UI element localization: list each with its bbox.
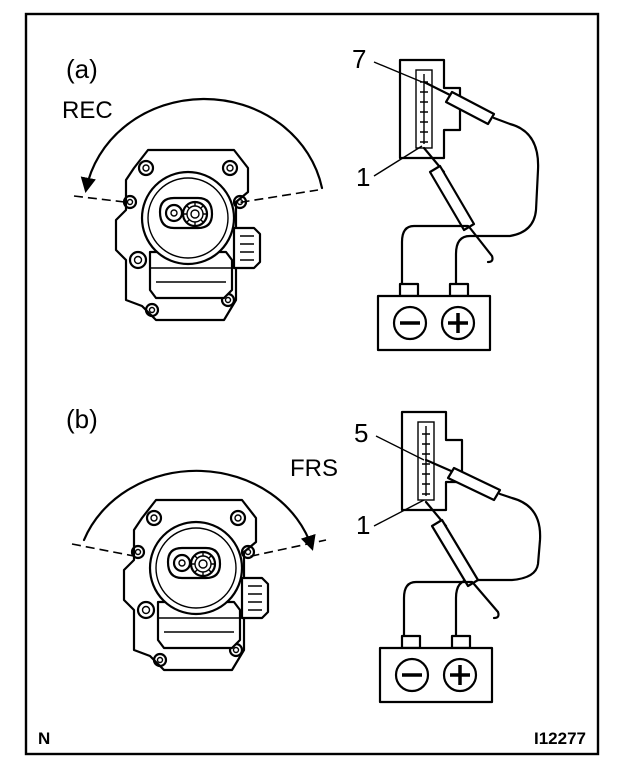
terminal-5-label: 5: [354, 418, 368, 448]
terminal-1-label-b: 1: [356, 510, 370, 540]
probe-lower-body-a: [428, 164, 476, 232]
terminal-1-leader-b: [373, 499, 425, 527]
frs-rotation-arrow: [82, 469, 316, 551]
connector-b: [400, 410, 464, 512]
connector-a: [398, 58, 462, 160]
figure-code: I12277: [534, 729, 586, 748]
terminal-5-leader: [375, 435, 425, 461]
wire-negative-b: [402, 580, 474, 638]
corner-mark: N: [38, 729, 50, 748]
frs-direction-label: FRS: [290, 455, 338, 482]
wire-tail-a: [468, 226, 494, 264]
wire-tail-b: [472, 582, 500, 620]
panel-a-label: (a): [66, 54, 98, 84]
terminal-7-leader: [373, 61, 423, 83]
panel-b-label: (b): [66, 404, 98, 434]
terminal-1-label-a: 1: [356, 162, 370, 192]
servo-motor-a: [114, 148, 262, 322]
wire-positive-a: [454, 116, 540, 286]
panel-b: (b) FRS 5 1: [66, 404, 542, 704]
wire-positive-b: [454, 492, 542, 638]
battery-a: [376, 282, 492, 352]
wire-negative-a: [400, 224, 470, 286]
probe-lower-body-b: [430, 518, 480, 588]
probe-upper-body-a: [444, 90, 496, 126]
rec-rotation-arrow: [80, 97, 324, 194]
terminal-7-label: 7: [352, 44, 366, 74]
terminal-1-leader-a: [373, 145, 423, 177]
battery-b: [378, 634, 494, 704]
rec-direction-label: REC: [62, 97, 113, 124]
servo-motor-b: [122, 498, 270, 672]
probe-upper-body-b: [446, 466, 502, 502]
figure-frame: [24, 12, 600, 756]
panel-a: (a) REC 7 1: [62, 44, 540, 352]
